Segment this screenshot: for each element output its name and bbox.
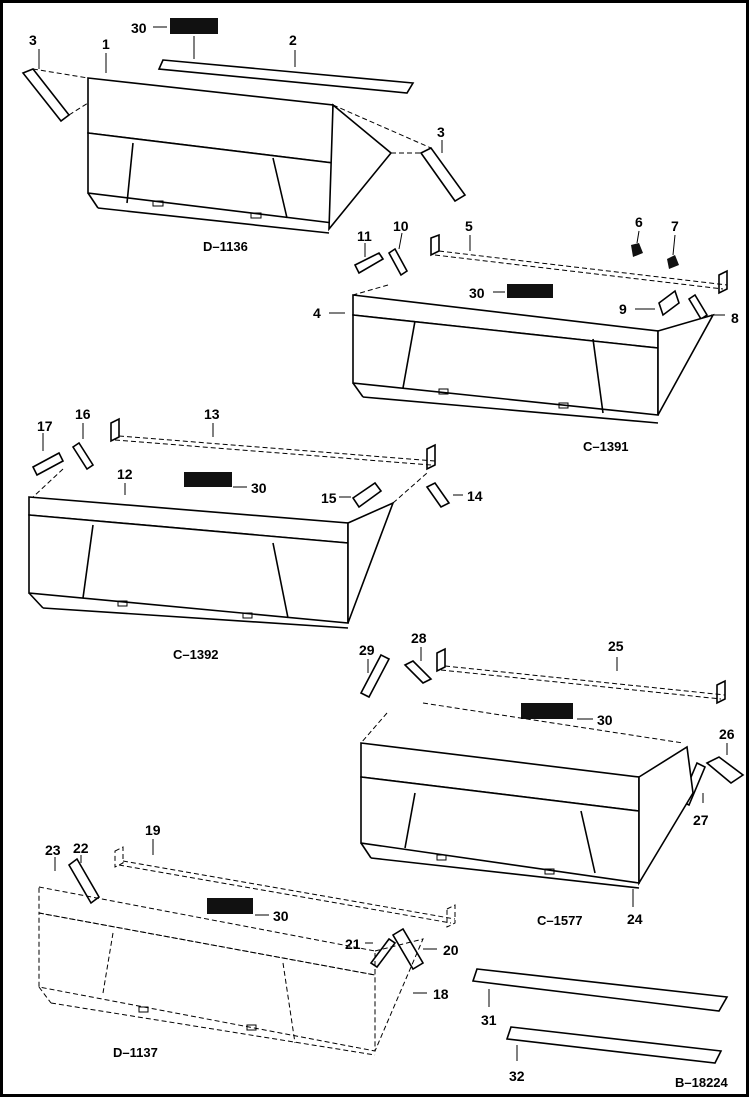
plate-9	[658, 289, 680, 317]
callout-16: 16	[75, 406, 91, 422]
plate-15	[351, 481, 383, 509]
view-c1392	[28, 417, 463, 629]
view-d1136	[21, 18, 467, 234]
callout-30e: 30	[273, 908, 289, 924]
end-cap-13-right	[426, 443, 436, 471]
caption-c1392: C–1392	[173, 647, 219, 662]
cutting-edge-32	[505, 1026, 723, 1064]
callout-31: 31	[481, 1012, 497, 1028]
caption-c1577: C–1577	[537, 913, 583, 928]
end-cap-25-left	[436, 647, 446, 673]
plate-26	[705, 756, 745, 784]
plate-17	[31, 451, 65, 477]
view-d1137	[38, 839, 456, 1056]
callout-13: 13	[204, 406, 220, 422]
top-strip-2	[157, 59, 415, 94]
callout-30a: 30	[131, 20, 147, 36]
callout-23: 23	[45, 842, 61, 858]
callout-11: 11	[357, 228, 372, 244]
caption-d1137: D–1137	[113, 1045, 158, 1060]
callout-19: 19	[145, 822, 161, 838]
side-plate-3-right	[419, 146, 467, 203]
plate-20	[391, 927, 425, 971]
plate-22	[67, 857, 101, 905]
view-c1391	[329, 230, 728, 424]
plate-10	[387, 247, 409, 277]
decal-30-view5	[207, 898, 253, 914]
callout-5: 5	[465, 218, 473, 234]
callout-22: 22	[73, 840, 89, 856]
callout-3a: 3	[29, 32, 37, 48]
end-cap-5-right	[718, 269, 728, 295]
end-cap-13-left	[110, 417, 120, 443]
bolt-6	[631, 243, 643, 257]
callout-8: 8	[731, 310, 739, 326]
plate-11	[353, 251, 385, 275]
callout-4: 4	[313, 305, 321, 321]
callout-9: 9	[619, 301, 627, 317]
caption-d1136: D–1136	[203, 239, 248, 254]
callout-12: 12	[117, 466, 133, 482]
decal-30-view1	[170, 18, 218, 34]
callout-30d: 30	[597, 712, 613, 728]
callout-2: 2	[289, 32, 297, 48]
callout-17: 17	[37, 418, 53, 434]
callout-32: 32	[509, 1068, 525, 1084]
callout-21: 21	[345, 936, 361, 952]
callout-27: 27	[693, 812, 709, 828]
callout-1: 1	[102, 36, 110, 52]
side-plate-3-left	[21, 68, 71, 123]
view-c1577	[359, 647, 745, 907]
callout-29: 29	[359, 642, 375, 658]
callout-14: 14	[467, 488, 483, 504]
callout-28: 28	[411, 630, 427, 646]
plate-14	[425, 481, 451, 509]
callout-15: 15	[321, 490, 337, 506]
callout-3b: 3	[437, 124, 445, 140]
callout-25: 25	[608, 638, 624, 654]
caption-c1391: C–1391	[583, 439, 629, 454]
decal-30-view2	[507, 284, 553, 298]
end-cap-5-left	[430, 233, 440, 257]
callout-30b: 30	[469, 285, 485, 301]
callout-26: 26	[719, 726, 735, 742]
callout-18: 18	[433, 986, 449, 1002]
plate-29	[359, 653, 391, 699]
callout-6: 6	[635, 214, 643, 230]
callout-24: 24	[627, 911, 643, 927]
plate-28	[403, 660, 433, 684]
callout-20: 20	[443, 942, 459, 958]
figure-reference: B–18224	[675, 1075, 729, 1090]
callout-7: 7	[671, 218, 679, 234]
callout-10: 10	[393, 218, 409, 234]
decal-30-view3	[184, 472, 232, 487]
end-cap-25-right	[716, 679, 726, 705]
exploded-parts-diagram: 30 2 3 1 3 11 10 5 6 7 4 30 9 8 17 16 13…	[21, 18, 745, 1090]
cutting-edge-31	[471, 968, 729, 1012]
decal-30-view4	[521, 703, 573, 719]
plate-8	[687, 293, 709, 321]
plate-16	[71, 441, 95, 471]
nut-7	[667, 255, 679, 269]
callout-30c: 30	[251, 480, 267, 496]
